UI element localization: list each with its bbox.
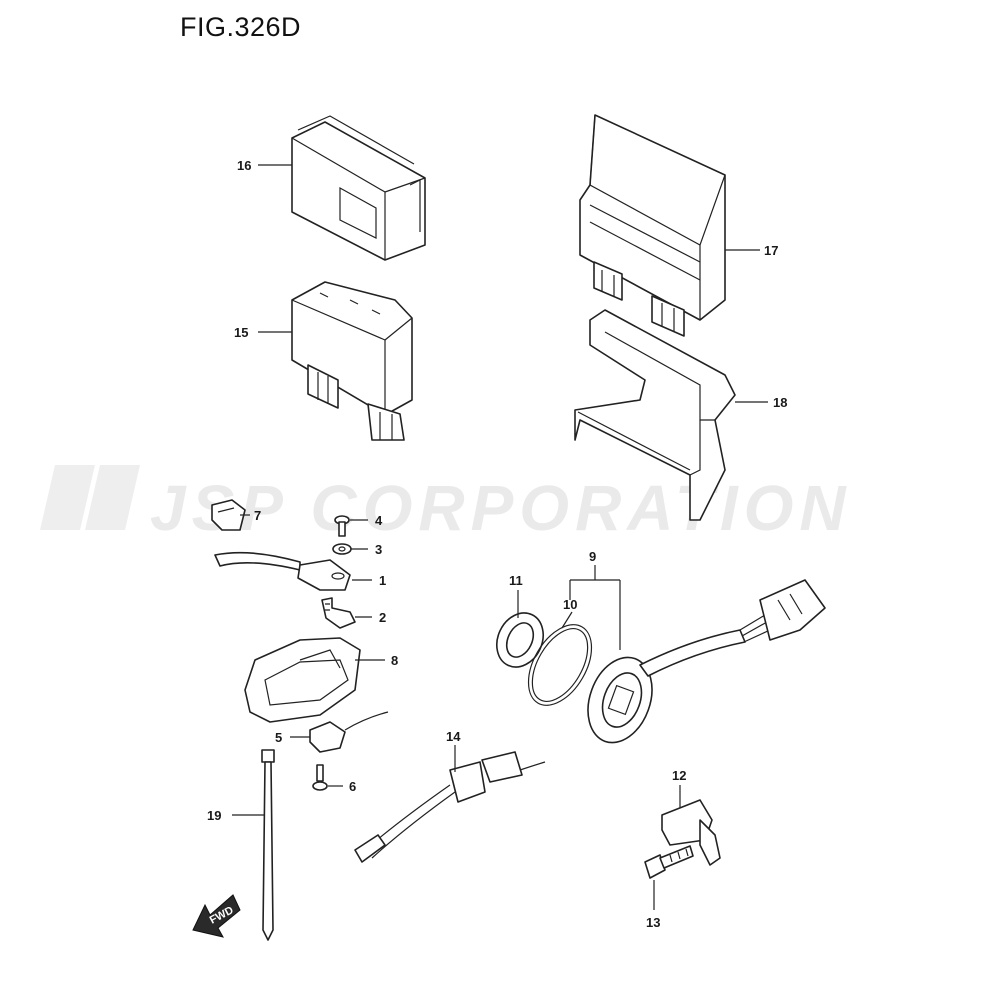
callout-17: 17 (764, 243, 778, 258)
callout-6: 6 (349, 779, 356, 794)
callout-18: 18 (773, 395, 787, 410)
part-12-clamp (661, 799, 721, 866)
callout-14: 14 (446, 729, 461, 744)
part-17-ecu (579, 114, 726, 337)
watermark-logo-mark-2 (85, 465, 140, 530)
callout-10: 10 (563, 597, 577, 612)
part-18-ecu-holder (574, 309, 736, 521)
watermark-text: JSP CORPORATION (150, 472, 852, 544)
callout-labels: 1 2 3 4 5 6 7 8 9 10 11 12 13 14 15 16 1… (207, 158, 787, 930)
callout-2: 2 (379, 610, 386, 625)
part-15-module (291, 281, 413, 441)
callout-9: 9 (589, 549, 596, 564)
part-14-sensor-harness (354, 751, 546, 863)
part-19-cable-tie (261, 749, 275, 941)
part-13-bolt (644, 845, 694, 879)
part-11-retainer (496, 612, 544, 668)
callout-11: 11 (509, 573, 523, 588)
leader-lines (232, 164, 768, 910)
watermark-logo-mark (40, 465, 95, 530)
part-5-sensor (309, 711, 389, 753)
figure-title: FIG.326D (180, 12, 302, 42)
callout-15: 15 (234, 325, 248, 340)
part-2-pickup (321, 597, 356, 629)
callout-1: 1 (379, 573, 386, 588)
callout-8: 8 (391, 653, 398, 668)
callout-13: 13 (646, 915, 660, 930)
callout-19: 19 (207, 808, 221, 823)
part-1-sensor (214, 551, 351, 591)
watermark: JSP CORPORATION (40, 465, 852, 544)
callout-12: 12 (672, 768, 686, 783)
part-4-bolt (334, 515, 350, 537)
part-8-cover (244, 637, 361, 723)
part-6-screw (312, 764, 328, 791)
callout-5: 5 (275, 730, 282, 745)
callout-4: 4 (375, 513, 383, 528)
part-7-clamp (211, 499, 246, 531)
callout-3: 3 (375, 542, 382, 557)
part-3-washer (332, 543, 352, 555)
part-10-o-ring (527, 624, 593, 706)
part-16-box-cover (291, 115, 426, 261)
fwd-direction-arrow: FWD (192, 894, 241, 938)
part-9-sensor-assembly (587, 579, 826, 744)
callout-7: 7 (254, 508, 261, 523)
callout-16: 16 (237, 158, 251, 173)
